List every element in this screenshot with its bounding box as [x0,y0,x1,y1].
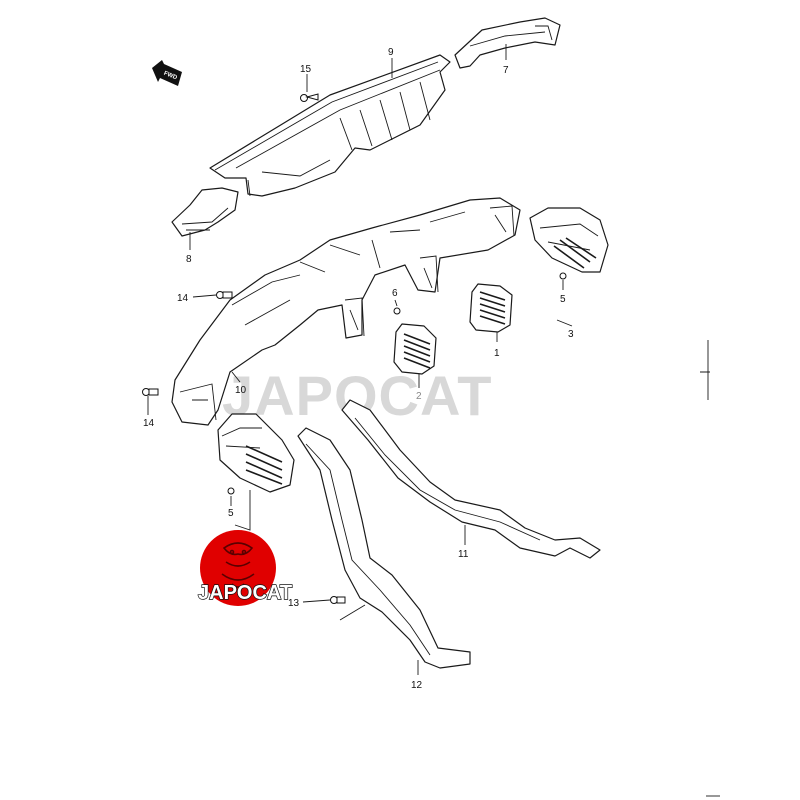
logo-text: JAPOCAT [198,582,292,604]
part-11-rear-floor-duct [341,399,601,559]
callout-3: 3 [568,329,574,340]
part-9-defroster-duct [209,54,451,197]
clip-14-upper-icon [216,291,233,299]
callout-11: 11 [458,549,469,560]
logo-emblem-icon [221,542,255,588]
fwd-arrow-icon: FWD [152,60,182,86]
fwd-label: FWD [163,71,179,82]
screw-6-icon [393,307,401,315]
clip-13-icon [330,596,346,604]
callout-10: 10 [235,385,247,396]
callout-15: 15 [300,64,312,75]
screw-5-lower-icon [227,487,235,495]
callout-5-lower: 5 [228,508,234,519]
part-1-center-vent [469,283,513,333]
part-10-main-air-duct [171,197,521,426]
logo-red-circle [200,530,276,606]
callout-6: 6 [392,288,398,299]
edge-marks [700,340,720,797]
callout-14-upper: 14 [177,293,189,304]
clip-15-icon [300,93,319,102]
callout-13: 13 [288,598,300,609]
screw-5-upper-icon [559,272,567,280]
callout-12: 12 [411,680,423,691]
part-12-rear-floor-duct [297,427,471,669]
part-2-center-vent [393,323,437,375]
part-3-side-vent [529,207,609,273]
callout-9: 9 [388,47,394,58]
leader-lines [147,44,573,675]
part-7-side-defroster-nozzle [454,17,561,69]
part-4-side-vent [217,413,295,493]
callout-1: 1 [494,348,500,359]
part-8-side-defroster-nozzle [171,187,239,237]
clip-14-lower-icon [142,388,159,396]
callout-2: 2 [416,391,422,402]
japocat-logo: JAPOCAT [197,530,293,606]
callout-numbers: 9 15 7 8 14 14 10 6 2 1 5 3 5 11 13 12 [143,47,574,691]
callout-8: 8 [186,254,192,265]
callout-7: 7 [503,65,509,76]
callout-14-lower: 14 [143,418,155,429]
callout-5-upper: 5 [560,294,566,305]
